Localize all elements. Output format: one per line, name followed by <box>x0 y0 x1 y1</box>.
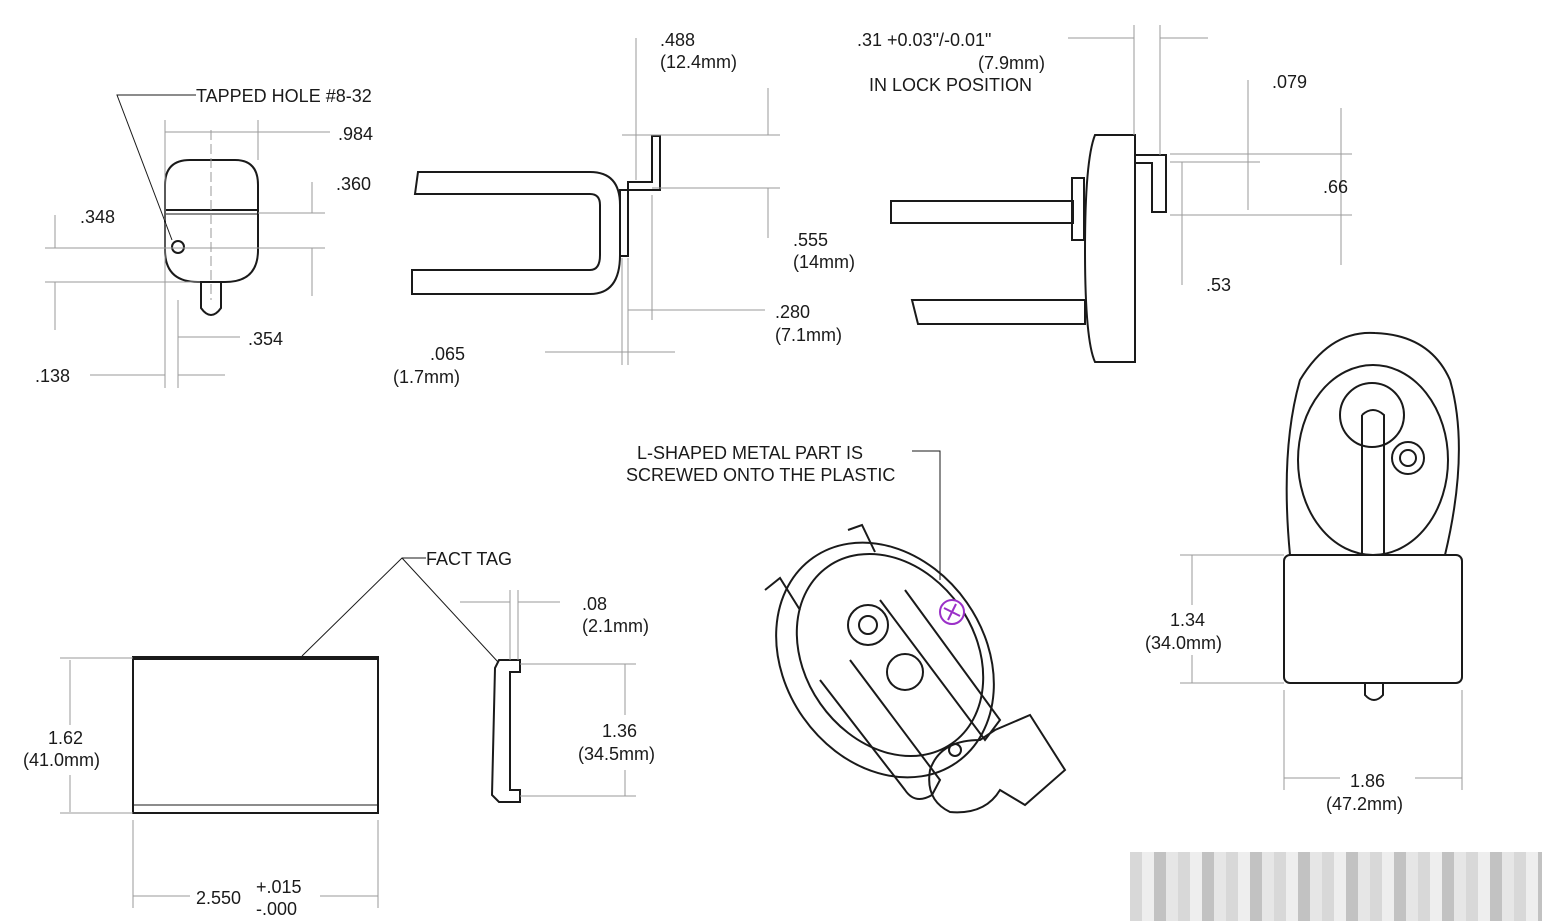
dim-138: .138 <box>35 366 70 386</box>
iso-note-line2: SCREWED ONTO THE PLASTIC <box>626 465 895 485</box>
dim-53: .53 <box>1206 275 1231 295</box>
dim-136-mm: (34.5mm) <box>578 744 655 764</box>
dim-360: .360 <box>336 174 371 194</box>
iso-note-line1: L-SHAPED METAL PART IS <box>637 443 863 463</box>
dim-555: .555 <box>793 230 828 250</box>
dim-162-mm: (41.0mm) <box>23 750 100 770</box>
dim-984: .984 <box>338 124 373 144</box>
dim-348: .348 <box>80 207 115 227</box>
dim-186-mm: (47.2mm) <box>1326 794 1403 814</box>
dim-280-mm: (7.1mm) <box>775 325 842 345</box>
dim-134-mm: (34.0mm) <box>1145 633 1222 653</box>
dim-079: .079 <box>1272 72 1307 92</box>
dim-66: .66 <box>1323 177 1348 197</box>
fact-tag-views: FACT TAG .08 (2.1mm) 1.36 (34.5mm) 1.62 … <box>23 549 655 919</box>
dim-186: 1.86 <box>1350 771 1385 791</box>
dim-08-mm: (2.1mm) <box>582 616 649 636</box>
dim-134: 1.34 <box>1170 610 1205 630</box>
fact-tag-label: FACT TAG <box>426 549 512 569</box>
dim-488-mm: (12.4mm) <box>660 52 737 72</box>
dim-488: .488 <box>660 30 695 50</box>
top-left-view: TAPPED HOLE #8-32 .984 .360 .348 .354 .1… <box>35 86 373 388</box>
lock-position-note: IN LOCK POSITION <box>869 75 1032 95</box>
dim-162: 1.62 <box>48 728 83 748</box>
isometric-view: L-SHAPED METAL PART IS SCREWED ONTO THE … <box>626 443 1067 814</box>
dim-354: .354 <box>248 329 283 349</box>
top-right-view: .31 +0.03"/-0.01" (7.9mm) IN LOCK POSITI… <box>857 25 1352 363</box>
front-view: 1.34 (34.0mm) 1.86 (47.2mm) <box>1145 331 1463 814</box>
dim-136: 1.36 <box>602 721 637 741</box>
dim-31-mm: (7.9mm) <box>978 53 1045 73</box>
tolerance-plus: +.015 <box>256 877 302 897</box>
dim-31: .31 +0.03"/-0.01" <box>857 30 991 50</box>
dim-08: .08 <box>582 594 607 614</box>
top-middle-view: .488 (12.4mm) .555 (14mm) .280 (7.1mm) .… <box>393 30 855 387</box>
dim-065-mm: (1.7mm) <box>393 367 460 387</box>
redacted-title-block <box>1130 852 1542 921</box>
dim-280: .280 <box>775 302 810 322</box>
dim-2550: 2.550 <box>196 888 241 908</box>
tolerance-minus: -.000 <box>256 899 297 919</box>
tapped-hole-label: TAPPED HOLE #8-32 <box>196 86 372 106</box>
dim-065: .065 <box>430 344 465 364</box>
dim-555-mm: (14mm) <box>793 252 855 272</box>
